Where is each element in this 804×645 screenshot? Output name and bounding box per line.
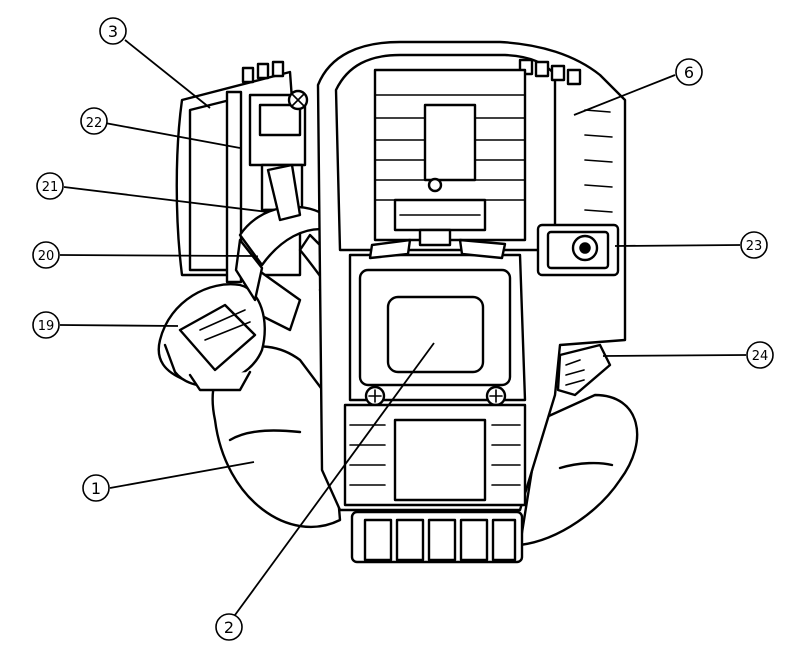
callout-20: 20 — [32, 241, 60, 269]
engine-cover — [316, 40, 627, 564]
callout-label-1: 1 — [91, 479, 101, 498]
choke-lever — [556, 343, 612, 397]
callout-23: 23 — [740, 231, 768, 259]
callout-19: 19 — [32, 311, 60, 339]
lower-guard — [343, 403, 527, 507]
callout-label-22: 22 — [86, 116, 103, 131]
callout-label-21: 21 — [42, 180, 59, 195]
callout-label-2: 2 — [224, 618, 234, 637]
callout-3: 3 — [99, 17, 127, 45]
callout-22: 22 — [80, 107, 108, 135]
callout-label-24: 24 — [752, 349, 769, 364]
callout-21: 21 — [36, 172, 64, 200]
callout-label-3: 3 — [108, 22, 118, 41]
stop-switch — [536, 223, 620, 277]
callout-6: 6 — [675, 58, 703, 86]
fuel-tank — [211, 345, 639, 547]
cooling-fins — [373, 68, 527, 242]
callout-2: 2 — [215, 613, 243, 641]
leader-lines — [59, 39, 747, 616]
callout-label-20: 20 — [38, 249, 55, 264]
callout-label-6: 6 — [684, 63, 694, 82]
callout-label-23: 23 — [746, 239, 763, 254]
callout-label-19: 19 — [38, 319, 55, 334]
base-clamp — [350, 510, 524, 564]
muffler-cover — [348, 228, 527, 407]
callout-24: 24 — [746, 341, 774, 369]
callout-1: 1 — [82, 474, 110, 502]
fuel-cap — [157, 268, 302, 392]
